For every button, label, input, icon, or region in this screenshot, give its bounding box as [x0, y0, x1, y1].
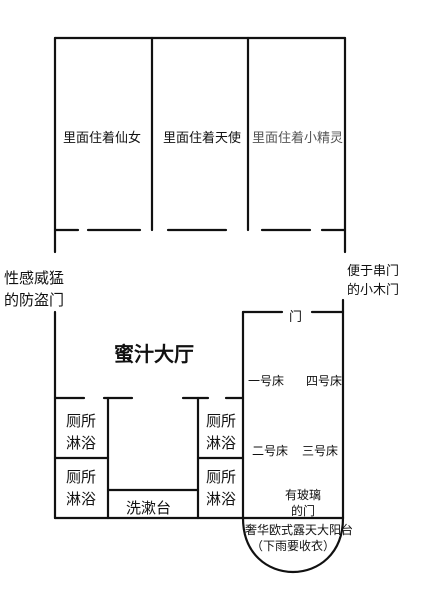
wood-door-label-1: 便于串门	[347, 264, 400, 279]
room-label-angel: 里面住着天使	[163, 131, 242, 146]
bed-2-label: 二号床	[252, 444, 289, 458]
wash-basin-label: 洗漱台	[126, 499, 172, 517]
security-door-label-1: 性感威猛	[4, 269, 65, 287]
bed-3-label: 三号床	[302, 444, 339, 458]
bed-1-label: 一号床	[248, 374, 285, 388]
toilet-1-label-1: 厕所	[66, 412, 97, 430]
toilet-2-label-1: 厕所	[66, 468, 97, 486]
wood-door-label-2: 的小木门	[347, 283, 400, 298]
hall-label: 蜜汁大厅	[114, 342, 194, 366]
toilet-4-label-2: 淋浴	[206, 490, 237, 508]
toilet-2-label-2: 淋浴	[66, 490, 97, 508]
room-label-elf: 里面住着小精灵	[252, 131, 344, 146]
toilet-1-label-2: 淋浴	[66, 434, 97, 452]
balcony-outline	[241, 516, 345, 574]
toilet-3-label-2: 淋浴	[206, 434, 237, 452]
glass-door-label-1: 有玻璃	[284, 488, 321, 502]
toilet-3-label-1: 厕所	[206, 412, 237, 430]
bedroom-door-label: 门	[289, 310, 303, 325]
balcony-label-1: 奢华欧式露天大阳台	[245, 523, 354, 537]
room-label-fairy: 里面住着仙女	[63, 131, 142, 146]
bed-4-label: 四号床	[306, 374, 343, 388]
toilet-4-label-1: 厕所	[206, 468, 237, 486]
security-door-label-2: 的防盗门	[4, 291, 65, 309]
glass-door-label-2: 的门	[290, 504, 315, 518]
balcony-label-2: （下雨要收衣）	[250, 539, 335, 553]
